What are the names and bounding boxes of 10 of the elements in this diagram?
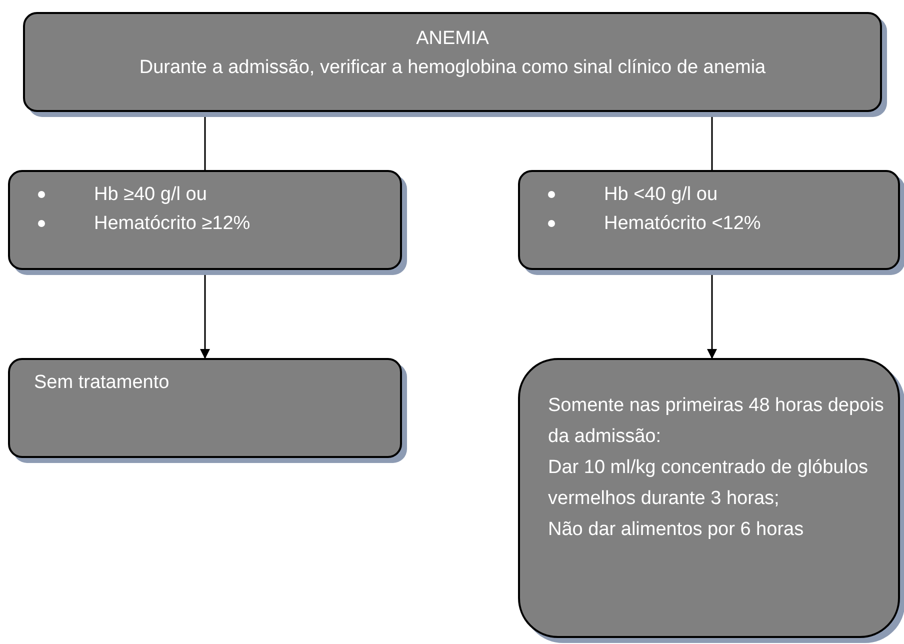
box-text: Somente nas primeiras 48 horas depois da admissão: <box>548 394 885 449</box>
box-text: Durante a admissão, verificar a hemoglobina como sinal clínico de anemia <box>138 56 767 80</box>
bullet-item: Hematócrito <12% <box>546 209 898 238</box>
box-text: Não dar alimentos por 6 horas <box>548 518 805 542</box>
bullet-item: Hematócrito ≥12% <box>36 209 400 238</box>
bullet-item: Hb <40 g/l ou <box>546 180 898 209</box>
box-text: Dar 10 ml/kg concentrado de glóbulos vermelhos durante 3 horas; <box>548 456 870 511</box>
bullet-item: Hb ≥40 g/l ou <box>36 180 400 209</box>
box-text: Sem tratamento <box>34 371 170 395</box>
box-heading: ANEMIA <box>415 27 490 51</box>
